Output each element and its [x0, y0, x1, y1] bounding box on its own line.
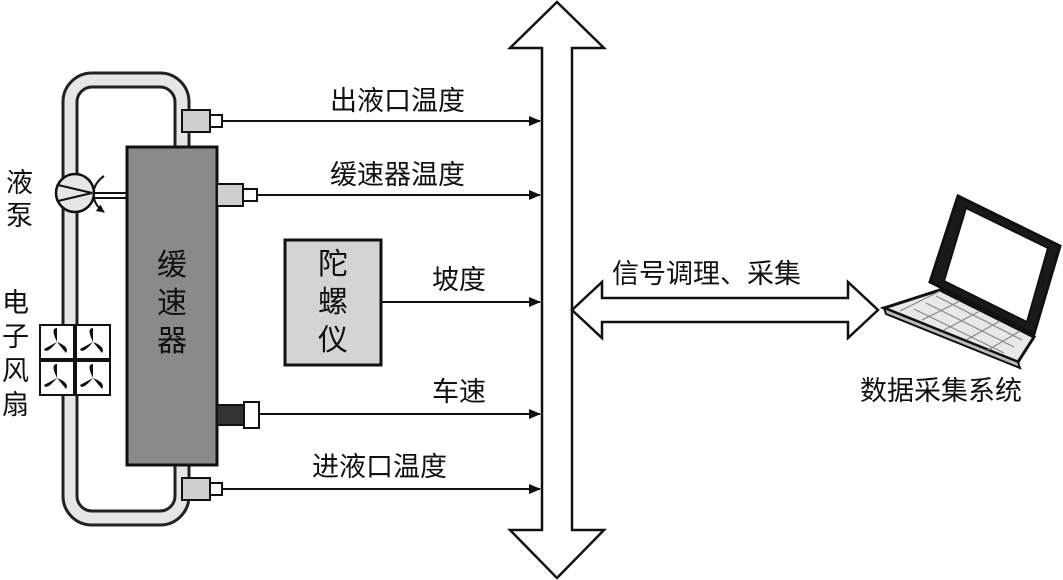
data-bus-arrow [506, 0, 608, 580]
gyroscope-label-3: 仪 [318, 323, 348, 358]
retarder-temp-label: 缓速器温度 [330, 160, 465, 191]
fan-label-3: 风 [2, 356, 29, 387]
gyroscope-label-1: 陀 [318, 247, 348, 282]
retarder-block [125, 145, 219, 467]
fan-icon-array [39, 324, 111, 396]
fan-icon [75, 324, 111, 360]
retarder-label-2: 速 [157, 286, 187, 321]
speed-sensor [216, 401, 260, 429]
pump-icon [54, 172, 127, 214]
slope-label: 坡度 [432, 265, 486, 296]
fan-label-1: 电 [2, 288, 29, 319]
retarder-label-1: 缓 [157, 248, 187, 283]
fan-label-4: 扇 [2, 390, 29, 421]
signal-link-arrow [570, 279, 880, 341]
inlet-temp-label: 进液口温度 [312, 452, 447, 483]
laptop-icon [879, 193, 1062, 370]
gyroscope-block [283, 238, 383, 367]
outlet-temp-sensor [181, 109, 223, 133]
gyroscope-label-2: 螺 [318, 285, 348, 320]
retarder-temp-sensor [216, 183, 258, 207]
daq-system-label: 数据采集系统 [860, 376, 1022, 407]
pump-label-2: 泵 [6, 201, 33, 232]
fan-icon [39, 360, 75, 396]
retarder-label-3: 器 [157, 324, 187, 359]
outlet-temp-label: 出液口温度 [330, 86, 465, 117]
fan-label-2: 子 [2, 322, 29, 353]
fan-icon [39, 324, 75, 360]
speed-label: 车速 [432, 377, 486, 408]
inlet-temp-sensor [181, 477, 223, 501]
pump-label-1: 液 [6, 168, 33, 199]
signal-link-label: 信号调理、采集 [612, 259, 801, 290]
fan-icon [75, 360, 111, 396]
